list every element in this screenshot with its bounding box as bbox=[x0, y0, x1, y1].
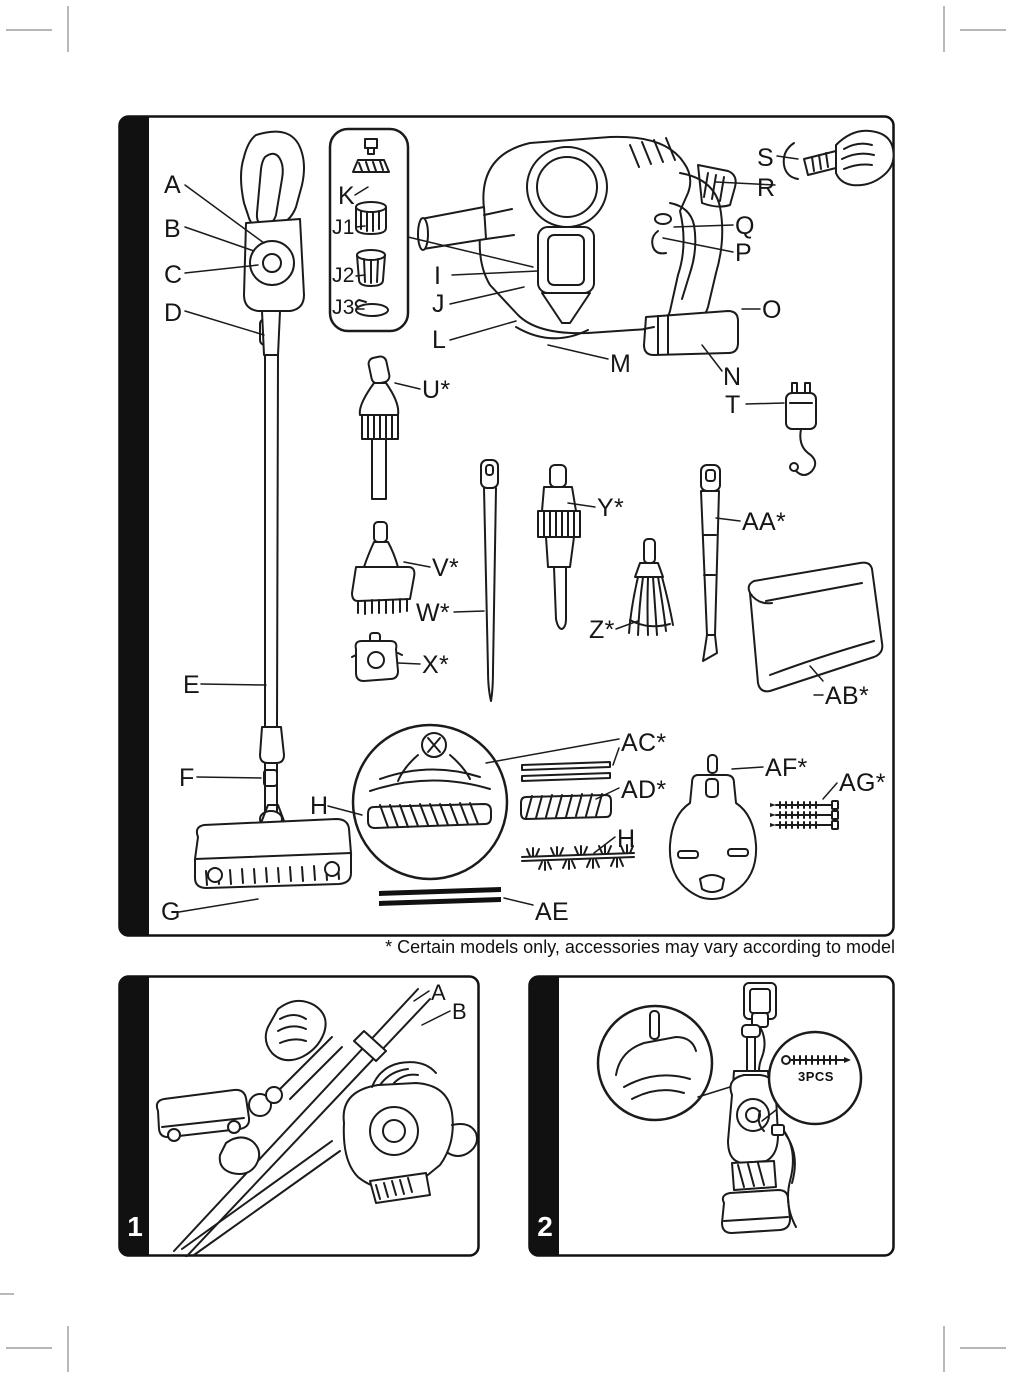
part-label-h-2: H bbox=[617, 825, 636, 853]
main-diagram-panel: A B C D K J1 J2 J3 I J L M S R Q P O N T… bbox=[118, 115, 895, 937]
panel-frame bbox=[118, 115, 895, 937]
cloth-drawing bbox=[747, 561, 884, 693]
tool-u-drawing bbox=[358, 355, 400, 500]
part-label-k: K bbox=[338, 182, 355, 210]
ae-bars-drawing bbox=[379, 887, 501, 906]
panel2-number: 2 bbox=[537, 1211, 553, 1242]
stick-vacuum-drawing bbox=[194, 130, 353, 889]
part-label-g: G bbox=[161, 898, 181, 926]
filter-parts-inset bbox=[328, 127, 410, 333]
panel1-number: 1 bbox=[127, 1211, 143, 1242]
part-label-o: O bbox=[762, 296, 782, 324]
charger-drawing bbox=[785, 382, 817, 476]
panel-frame bbox=[528, 975, 895, 1257]
part-label-f: F bbox=[179, 764, 195, 792]
part-label-ag: AG* bbox=[839, 769, 886, 797]
part-label-d: D bbox=[164, 299, 183, 327]
wall-bracket-drawing bbox=[668, 754, 758, 900]
black-edge-bar bbox=[529, 976, 559, 1256]
crop-mark-lines bbox=[0, 6, 1006, 1372]
part-label-i: I bbox=[434, 262, 442, 290]
tool-w-drawing bbox=[480, 459, 499, 702]
panel1-art bbox=[155, 988, 478, 1257]
part-label-l: L bbox=[432, 326, 447, 354]
part-label-m: M bbox=[610, 350, 632, 378]
part-label-s: S bbox=[757, 144, 774, 172]
screws-drawing bbox=[770, 800, 839, 830]
part-label-p: P bbox=[735, 239, 752, 267]
spiral-brushbar-drawing bbox=[520, 793, 612, 820]
part-label-aa: AA* bbox=[742, 508, 786, 536]
black-edge-bar bbox=[119, 976, 149, 1256]
tool-v-drawing bbox=[351, 521, 416, 615]
part-label-t: T bbox=[725, 391, 741, 419]
tool-aa-drawing bbox=[700, 464, 721, 662]
leader-lines bbox=[178, 155, 838, 913]
part-label-j2: J2 bbox=[332, 264, 355, 287]
part-label-ab: AB* bbox=[825, 682, 869, 710]
part-label-n: N bbox=[723, 363, 742, 391]
part-label-q: Q bbox=[735, 212, 755, 240]
tool-z-drawing bbox=[628, 538, 674, 636]
screw-count-label: 3PCS bbox=[798, 1069, 834, 1084]
black-edge-bar bbox=[119, 116, 149, 936]
part-label-ac: AC* bbox=[621, 729, 667, 757]
part-label-u: U* bbox=[422, 376, 451, 404]
part-label-ad: AD* bbox=[621, 776, 667, 804]
part-label-j: J bbox=[432, 290, 445, 318]
panel2-illustration bbox=[528, 975, 895, 1257]
leader-lines bbox=[413, 990, 451, 1026]
panel-frame bbox=[118, 975, 480, 1257]
tool-y-drawing bbox=[537, 464, 581, 630]
part-label-b: B bbox=[164, 215, 181, 243]
assembly-panel-1: A B 1 bbox=[118, 975, 480, 1257]
panel1-label-b: B bbox=[452, 999, 467, 1024]
rod-parts-drawing bbox=[521, 761, 611, 782]
part-label-w: W* bbox=[416, 599, 450, 627]
wall-mount-panel-2: 3PCS 2 bbox=[528, 975, 895, 1257]
part-label-v: V* bbox=[432, 554, 460, 582]
hand-with-tool-drawing bbox=[782, 129, 895, 187]
leader-lines bbox=[697, 1086, 777, 1122]
part-label-h: H bbox=[310, 792, 329, 820]
part-label-c: C bbox=[164, 261, 183, 289]
part-label-ae: AE bbox=[535, 898, 569, 926]
main-illustration bbox=[118, 115, 895, 937]
panel1-illustration bbox=[118, 975, 480, 1257]
bristle-brushbar-drawing bbox=[521, 844, 635, 871]
panel1-label-a: A bbox=[431, 980, 446, 1005]
part-label-a: A bbox=[164, 171, 181, 199]
part-label-j3: J3 bbox=[332, 296, 355, 319]
part-label-af: AF* bbox=[765, 754, 808, 782]
footnote-text: * Certain models only, accessories may v… bbox=[385, 937, 895, 957]
tool-x-drawing bbox=[351, 632, 403, 682]
part-label-x: X* bbox=[422, 651, 450, 679]
brushroll-circle-detail bbox=[351, 723, 509, 881]
panel2-art bbox=[596, 982, 863, 1234]
part-label-z: Z* bbox=[589, 616, 615, 644]
part-label-r: R bbox=[757, 174, 776, 202]
part-label-e: E bbox=[183, 671, 200, 699]
handheld-unit-drawing bbox=[417, 135, 739, 356]
part-label-y: Y* bbox=[597, 494, 625, 522]
part-label-j1: J1 bbox=[332, 216, 355, 239]
